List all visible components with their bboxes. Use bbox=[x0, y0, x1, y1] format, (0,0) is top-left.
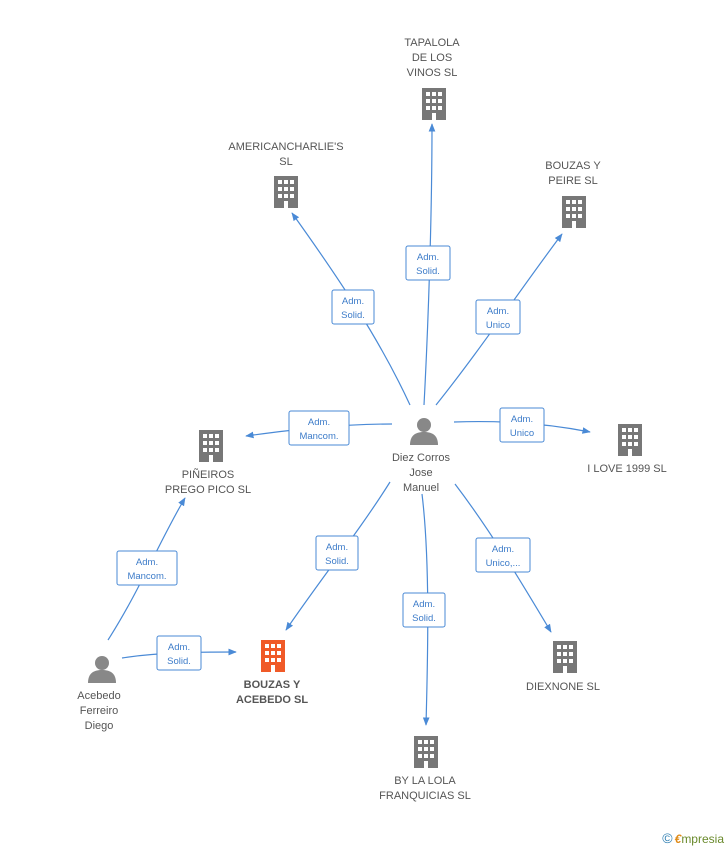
building-icon bbox=[261, 640, 285, 672]
edge-label-bouzas-acebedo[interactable]: Adm. Solid. bbox=[315, 535, 359, 571]
node-label: I LOVE 1999 SL bbox=[587, 463, 667, 475]
node-diexnone[interactable]: DIEXNONE SL bbox=[526, 641, 600, 693]
node-label: BY LA LOLA bbox=[394, 775, 456, 787]
node-ilove1999[interactable]: I LOVE 1999 SL bbox=[587, 424, 667, 475]
footer-brand: ©€mpresia bbox=[662, 830, 724, 846]
edge-label-line: Solid. bbox=[341, 310, 365, 321]
node-label: SL bbox=[279, 156, 292, 168]
node-label: PIÑEIROS bbox=[182, 468, 235, 481]
node-label: BOUZAS Y bbox=[244, 679, 301, 691]
node-label: Diego bbox=[85, 720, 114, 732]
node-label: VINOS SL bbox=[407, 67, 458, 79]
edge-label-line: Mancom. bbox=[299, 431, 338, 442]
node-bylalola[interactable]: BY LA LOLA FRANQUICIAS SL bbox=[379, 736, 471, 802]
edge-label-line: Adm. bbox=[168, 642, 190, 653]
node-label: DE LOS bbox=[412, 52, 452, 64]
edge-label-line: Adm. bbox=[308, 417, 330, 428]
node-label: TAPALOLA bbox=[404, 37, 460, 49]
node-label: PREGO PICO SL bbox=[165, 484, 251, 496]
building-icon bbox=[274, 176, 298, 208]
edge-label-diexnone[interactable]: Adm. Unico,... bbox=[475, 537, 531, 573]
edge-label-line: Adm. bbox=[326, 542, 348, 553]
node-bouzas-acebedo[interactable]: BOUZAS Y ACEBEDO SL bbox=[236, 640, 308, 706]
building-icon bbox=[422, 88, 446, 120]
node-label: Ferreiro bbox=[80, 705, 119, 717]
node-label: Manuel bbox=[403, 482, 439, 494]
node-label: Jose bbox=[409, 467, 432, 479]
edge-label-tapalola[interactable]: Adm. Solid. bbox=[405, 245, 451, 281]
building-icon bbox=[618, 424, 642, 456]
building-icon bbox=[199, 430, 223, 462]
edge-label-bouzas-peire[interactable]: Adm. Unico bbox=[475, 299, 521, 335]
brand-name: mpresia bbox=[681, 832, 724, 846]
edge-label-line: Adm. bbox=[492, 544, 514, 555]
edge-label-line: Solid. bbox=[167, 656, 191, 667]
edge-label-line: Adm. bbox=[511, 414, 533, 425]
node-label: DIEXNONE SL bbox=[526, 681, 600, 693]
node-acebedo[interactable]: Acebedo Ferreiro Diego bbox=[77, 656, 121, 732]
edge-label-line: Solid. bbox=[412, 613, 436, 624]
edge-label-line: Solid. bbox=[416, 266, 440, 277]
node-tapalola[interactable]: TAPALOLA DE LOS VINOS SL bbox=[404, 37, 460, 120]
edge-label-bylalola[interactable]: Adm. Solid. bbox=[402, 592, 446, 628]
edge-label-line: Mancom. bbox=[127, 571, 166, 582]
node-label: Diez Corros bbox=[392, 452, 451, 464]
edge-label-acebedo-pineiros[interactable]: Adm. Mancom. bbox=[116, 550, 178, 586]
person-icon bbox=[88, 656, 116, 683]
node-pineiros[interactable]: PIÑEIROS PREGO PICO SL bbox=[165, 430, 251, 496]
edge-label-line: Adm. bbox=[136, 557, 158, 568]
edge-label-line: Unico,... bbox=[486, 558, 521, 569]
edge-label-line: Solid. bbox=[325, 556, 349, 567]
edge-label-pineiros[interactable]: Adm. Mancom. bbox=[288, 410, 350, 446]
node-bouzas-peire[interactable]: BOUZAS Y PEIRE SL bbox=[545, 160, 601, 228]
node-label: AMERICANCHARLIE'S bbox=[228, 141, 343, 153]
node-americancharlies[interactable]: AMERICANCHARLIE'S SL bbox=[228, 141, 344, 208]
node-label: PEIRE SL bbox=[548, 175, 598, 187]
node-label: ACEBEDO SL bbox=[236, 694, 308, 706]
brand-logo-letter: € bbox=[674, 832, 682, 846]
edge-label-americancharlies[interactable]: Adm. Solid. bbox=[331, 289, 375, 325]
node-label: BOUZAS Y bbox=[545, 160, 601, 172]
edge-label-line: Unico bbox=[510, 428, 534, 439]
edge-label-line: Adm. bbox=[342, 296, 364, 307]
node-label: FRANQUICIAS SL bbox=[379, 790, 471, 802]
edge-label-line: Adm. bbox=[487, 306, 509, 317]
node-diez-corros[interactable]: Diez Corros Jose Manuel bbox=[392, 418, 451, 494]
node-label: Acebedo bbox=[77, 690, 120, 702]
edge-label-line: Unico bbox=[486, 320, 510, 331]
person-icon bbox=[410, 418, 438, 445]
building-icon bbox=[553, 641, 577, 673]
building-icon bbox=[414, 736, 438, 768]
edge-label-line: Adm. bbox=[417, 252, 439, 263]
edge-label-acebedo-bouzas-acebedo[interactable]: Adm. Solid. bbox=[156, 635, 202, 671]
copyright-symbol: © bbox=[662, 830, 673, 846]
building-icon bbox=[562, 196, 586, 228]
edge-label-ilove1999[interactable]: Adm. Unico bbox=[499, 407, 545, 443]
edge-label-line: Adm. bbox=[413, 599, 435, 610]
